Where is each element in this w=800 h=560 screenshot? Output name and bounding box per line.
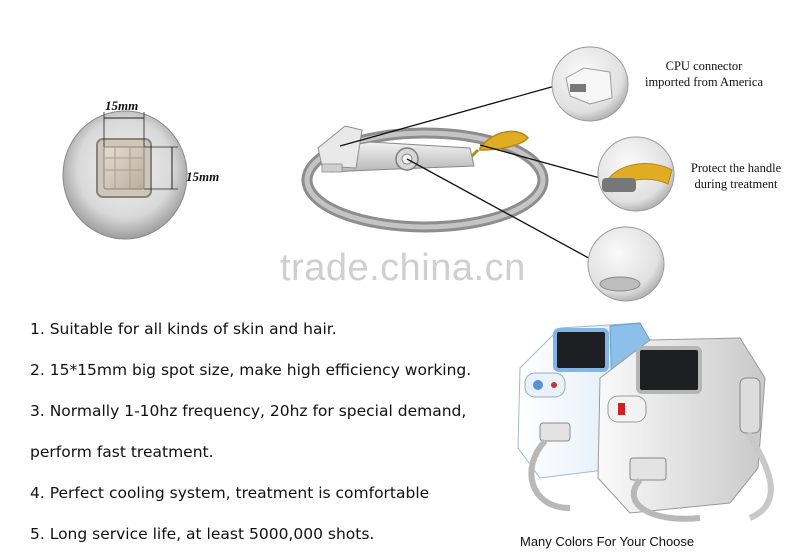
spot-window-icon	[62, 110, 188, 240]
callout-protect-line1: Protect the handle	[690, 161, 782, 175]
spot-width-label: 15mm	[105, 98, 139, 113]
machine-gray-icon	[597, 337, 774, 522]
feature-item: 5. Long service life, at least 5000,000 …	[30, 525, 375, 543]
handpiece-diagram	[301, 46, 675, 302]
callout-protect-line2: during treatment	[694, 177, 778, 191]
machines-caption: Many Colors For Your Choose	[520, 534, 695, 549]
callout-cpu-connector: CPU connector imported from America	[634, 58, 774, 90]
handpiece-cable-icon	[301, 125, 549, 233]
feature-item: 2. 15*15mm big spot size, make high effi…	[30, 361, 472, 379]
spot-height-label: 15mm	[186, 169, 220, 184]
callout-cpu-line2: imported from America	[644, 75, 764, 89]
feature-item: perform fast treatment.	[30, 443, 214, 461]
spot-size-diagram: 15mm 15mm	[60, 90, 240, 250]
connector-detail-icon	[551, 46, 629, 122]
strap-detail-icon	[597, 136, 675, 212]
machines-illustration	[517, 322, 774, 522]
feature-item: 3. Normally 1-10hz frequency, 20hz for s…	[30, 402, 467, 420]
feature-item: 4. Perfect cooling system, treatment is …	[30, 484, 430, 502]
watermark: trade.china.cn	[280, 247, 526, 289]
tip-detail-icon	[587, 226, 665, 302]
callout-protect-handle: Protect the handle during treatment	[676, 160, 796, 192]
feature-item: 1. Suitable for all kinds of skin and ha…	[30, 320, 337, 338]
callout-cpu-line1: CPU connector	[665, 59, 743, 73]
